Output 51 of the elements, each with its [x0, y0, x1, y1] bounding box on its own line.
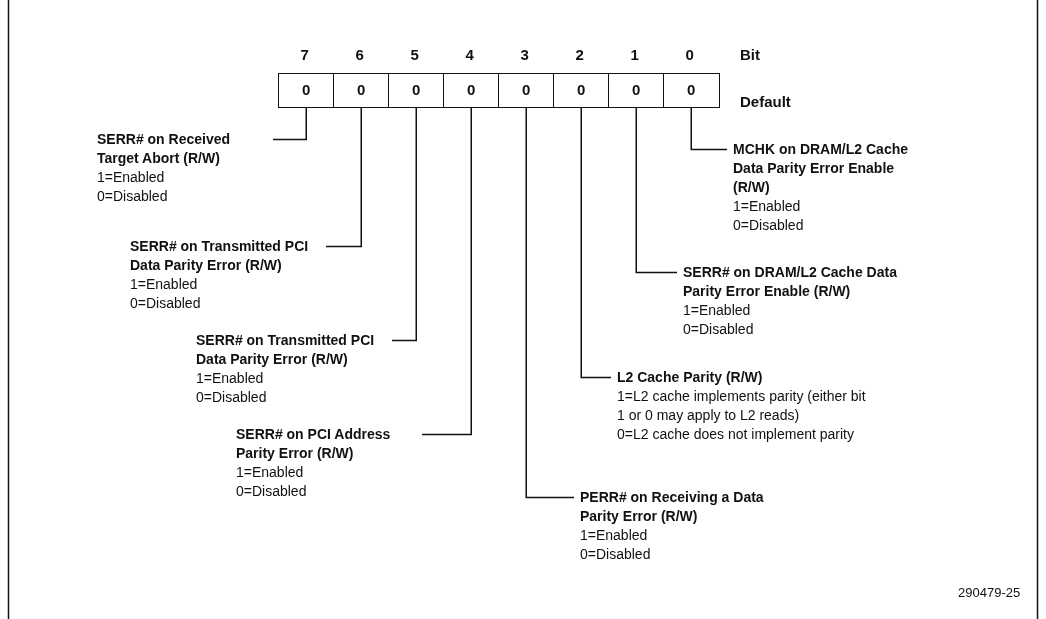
- leader-line: [421, 107, 472, 436]
- field-title: SERR# on DRAM/L2 Cache Data Parity Error Enable (R/W): [683, 263, 898, 301]
- field-title: PERR# on Receiving a Data Parity Error (R/W): [580, 488, 765, 526]
- leader-line: [690, 107, 728, 151]
- leader-line: [635, 107, 678, 274]
- bit-number: 4: [465, 46, 474, 63]
- figure-number: 290479-25: [958, 585, 1021, 600]
- leader-line: [272, 107, 307, 141]
- bit-number: 1: [630, 46, 639, 63]
- field-title: SERR# on PCI Address Parity Error (R/W): [236, 425, 392, 463]
- bit-number: 7: [300, 46, 309, 63]
- bit-cell: 0: [553, 73, 610, 108]
- leader-line: [391, 107, 417, 342]
- field-value-text: 1=Enabled: [683, 301, 752, 320]
- field-value-text: 0=Disabled: [236, 482, 308, 501]
- bit-cell: 0: [388, 73, 445, 108]
- field-value-text: 0=Disabled: [733, 216, 805, 235]
- field-value-text: 1=Enabled: [196, 369, 265, 388]
- bit-number: Bit: [740, 46, 760, 63]
- field-value-text: 1=Enabled: [733, 197, 802, 216]
- leader-line: [580, 107, 612, 379]
- row-label: Default: [740, 93, 791, 110]
- field-value-text: 0=Disabled: [683, 320, 755, 339]
- field-title: SERR# on Transmitted PCI Data Parity Error (R/W): [130, 237, 310, 275]
- leader-line: [325, 107, 362, 248]
- field-value-text: 1=L2 cache implements parity (either bit 1 or 0 may apply to L2 reads): [617, 387, 867, 425]
- field-value-text: 0=Disabled: [196, 388, 268, 407]
- bit-cell: 0: [498, 73, 555, 108]
- field-value-text: 0=Disabled: [130, 294, 202, 313]
- bit-cell: 0: [443, 73, 500, 108]
- field-value-text: 1=Enabled: [580, 526, 649, 545]
- bit-cell: 0: [663, 73, 720, 108]
- bit-number: 0: [685, 46, 694, 63]
- bit-number: 6: [355, 46, 364, 63]
- field-value-text: 1=Enabled: [97, 168, 166, 187]
- field-value-text: 0=Disabled: [580, 545, 652, 564]
- field-title: MCHK on DRAM/L2 Cache Data Parity Error Enable (R/W): [733, 140, 909, 197]
- bit-number: 5: [410, 46, 419, 63]
- field-value-text: 0=L2 cache does not implement parity: [617, 425, 855, 444]
- field-title: SERR# on Received Target Abort (R/W): [97, 130, 232, 168]
- field-title: L2 Cache Parity (R/W): [617, 368, 764, 387]
- field-value-text: 1=Enabled: [130, 275, 199, 294]
- field-title: SERR# on Transmitted PCI Data Parity Error (R/W): [196, 331, 376, 369]
- bit-number: 3: [520, 46, 529, 63]
- bit-number: 2: [575, 46, 584, 63]
- field-value-text: 0=Disabled: [97, 187, 169, 206]
- field-value-text: 1=Enabled: [236, 463, 305, 482]
- leader-line: [525, 107, 575, 499]
- bit-cell: 0: [278, 73, 335, 108]
- bit-cell: 0: [608, 73, 665, 108]
- bit-cell: 0: [333, 73, 390, 108]
